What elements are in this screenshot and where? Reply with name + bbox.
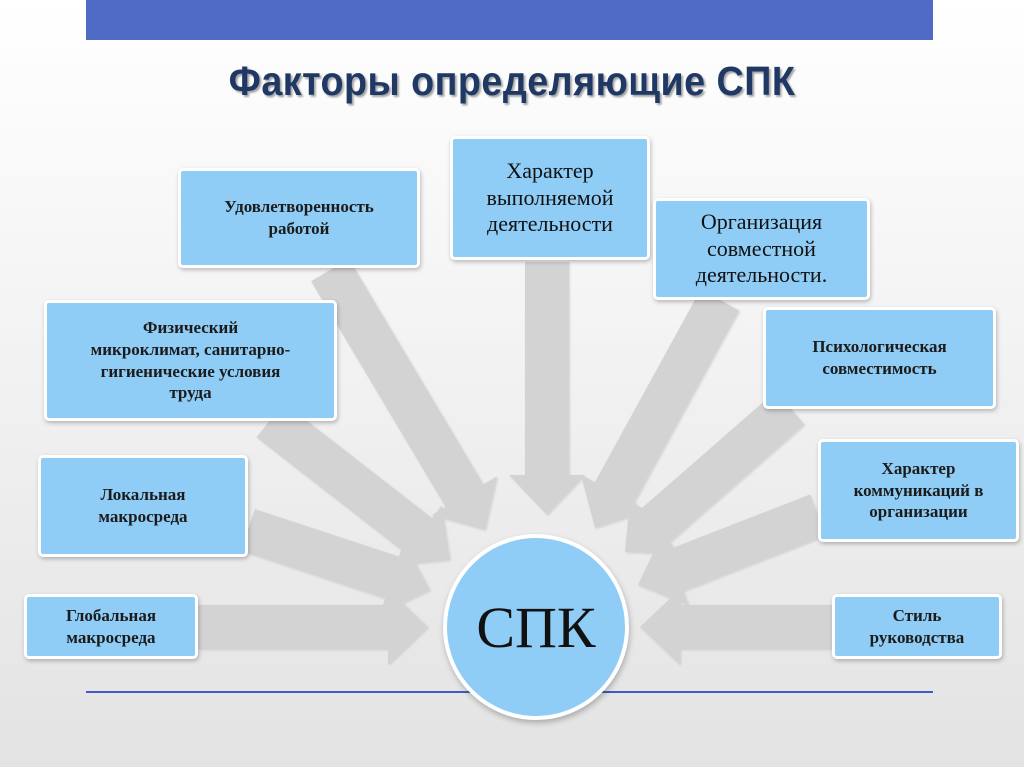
arrow-job-satisfaction: [311, 258, 498, 530]
slide-title: Факторы определяющие СПК: [228, 58, 796, 104]
factor-label: Стиль руководства: [869, 605, 965, 647]
factor-joint-organization: Организация совместной деятельности.: [653, 198, 870, 300]
arrow-physical-conditions: [256, 402, 450, 566]
arrow-global-macro: [198, 589, 428, 665]
factor-label: Психологическая совместимость: [812, 337, 947, 378]
factor-local-macro: Локальная макросреда: [38, 455, 248, 557]
arrow-psych-compat: [625, 391, 805, 555]
factor-global-macro: Глобальная макросреда: [24, 594, 198, 659]
factor-label: Характер коммуникаций в организации: [853, 458, 984, 522]
arrow-local-macro: [241, 509, 430, 614]
factor-psych-compat: Психологическая совместимость: [763, 307, 996, 409]
arrow-leadership: [640, 589, 832, 665]
factor-label: Локальная макросреда: [98, 485, 188, 526]
arrow-communication: [638, 494, 826, 606]
factor-communication: Характер коммуникаций в организации: [818, 439, 1019, 542]
factor-activity-nature: Характер выполняемой деятельности: [450, 136, 650, 260]
center-label: СПК: [476, 594, 596, 660]
arrow-activity-nature: [509, 262, 585, 515]
arrow-joint-organization: [580, 289, 740, 528]
factor-job-satisfaction: Удовлетворенность работой: [178, 168, 420, 268]
factor-physical-conditions: Физический микроклимат, санитарно- гигие…: [44, 300, 337, 421]
factor-label: Физический микроклимат, санитарно- гигие…: [90, 318, 291, 403]
factor-label: Организация совместной деятельности.: [695, 208, 828, 288]
top-accent-bar: [86, 0, 933, 40]
factor-leadership: Стиль руководства: [832, 594, 1002, 659]
factor-label: Характер выполняемой деятельности: [486, 157, 614, 237]
factor-label: Глобальная макросреда: [65, 605, 157, 647]
factor-label: Удовлетворенность работой: [224, 197, 374, 238]
center-circle: СПК: [443, 534, 629, 720]
